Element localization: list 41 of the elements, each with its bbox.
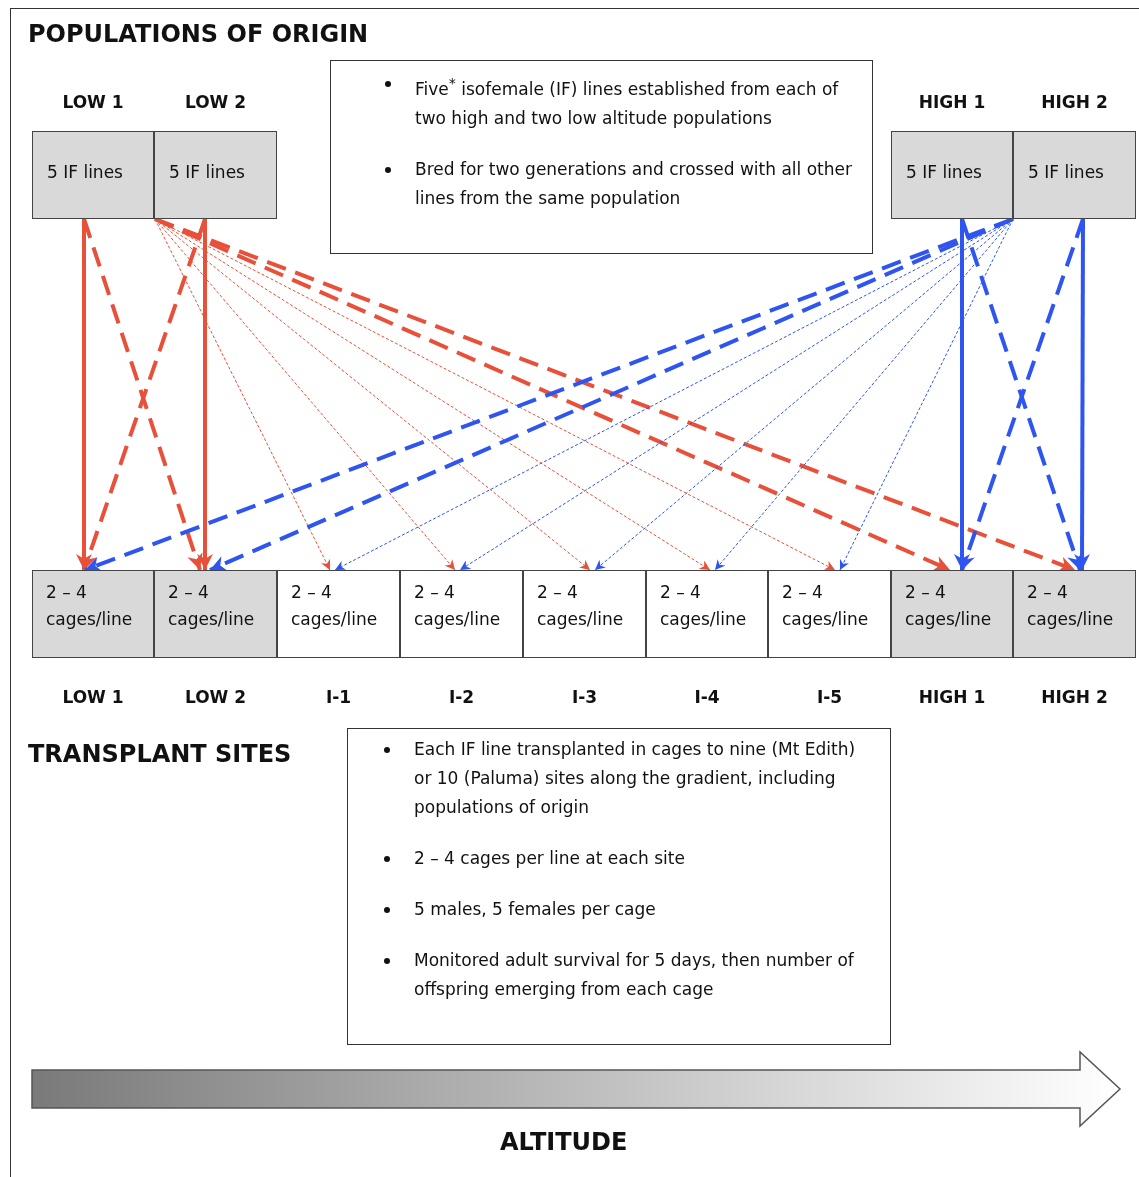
box-text: 5 IF lines [906, 162, 982, 182]
arrow [1074, 219, 1091, 570]
site-label: I-2 [447, 687, 476, 707]
box-text: 2 – 4 cages/line [414, 581, 502, 631]
box-text: 2 – 4 cages/line [537, 581, 625, 631]
box-text: 2 – 4 cages/line [291, 581, 379, 631]
site-label: HIGH 2 [1040, 687, 1109, 707]
site-label: HIGH 1 [917, 687, 987, 707]
population-label: LOW 1 [61, 92, 125, 112]
site-label: I-3 [570, 687, 599, 707]
site-label: I-1 [324, 687, 353, 707]
box-text: 2 – 4 cages/line [905, 581, 993, 631]
arrow [197, 219, 213, 570]
box-text: 2 – 4 cages/line [660, 581, 748, 631]
bullet-text: Each IF line transplanted in cages to nine (Mt Edith) or 10 (Paluma) sites along the gradient, including populations of origin [414, 739, 856, 817]
box-text: 2 – 4 cages/line [46, 581, 134, 631]
population-label: HIGH 1 [917, 92, 987, 112]
site-label: I-4 [693, 687, 721, 707]
box-text: 5 IF lines [1028, 162, 1104, 182]
box-text: 5 IF lines [169, 162, 245, 182]
title: POPULATIONS OF ORIGIN [28, 20, 369, 48]
bullet-text: Monitored adult survival for 5 days, then number of offspring emerging from each cage [414, 950, 854, 999]
bullet-text: 2 – 4 cages per line at each site [414, 848, 685, 868]
bullet-text: Bred for two generations and crossed with all other lines from the same population [415, 158, 852, 208]
axis-label: ALTITUDE [500, 1128, 628, 1156]
arrow [954, 219, 970, 570]
text-box [347, 728, 891, 1045]
section-heading: TRANSPLANT SITES [28, 740, 292, 768]
site-label: LOW 1 [61, 687, 125, 707]
arrow [76, 219, 92, 570]
box-text: 2 – 4 cages/line [1027, 581, 1115, 631]
text-box [330, 60, 873, 254]
box-text: 2 – 4 cages/line [782, 581, 870, 631]
box-text: 2 – 4 cages/line [168, 581, 256, 631]
bullet-text: 5 males, 5 females per cage [414, 899, 656, 919]
box-text: 5 IF lines [47, 162, 123, 182]
site-label: LOW 2 [183, 687, 248, 707]
bullet-text: Five$^{*}$ isofemale (IF) lines established from each of two high and two low altitude populations [415, 78, 839, 128]
site-label: I-5 [815, 687, 844, 707]
population-label: LOW 2 [183, 92, 248, 112]
population-label: HIGH 2 [1040, 92, 1109, 112]
